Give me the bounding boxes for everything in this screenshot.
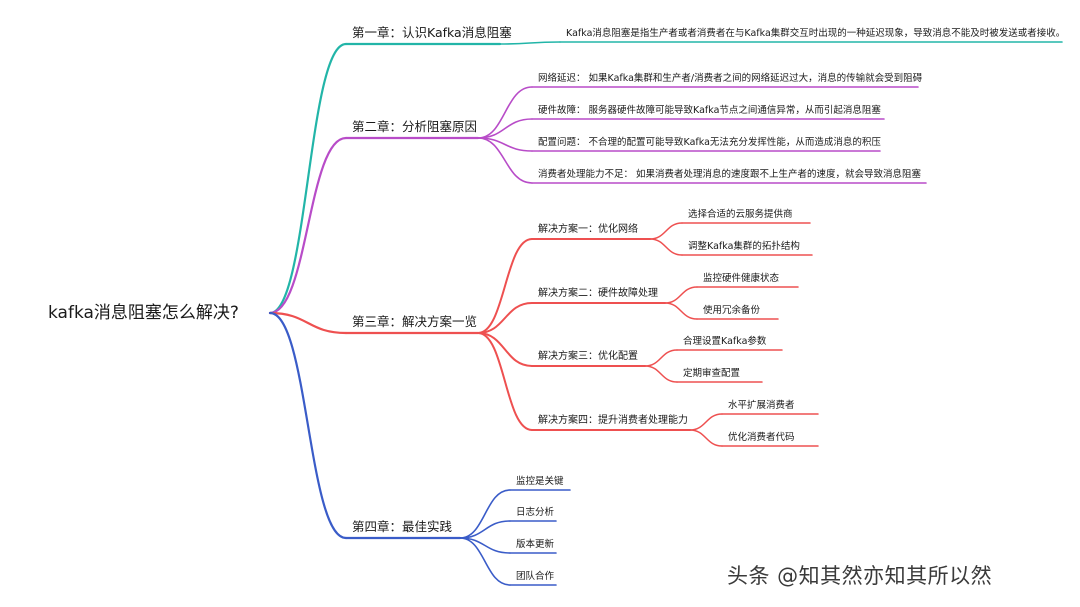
sub-connector [477, 332, 533, 431]
leaf-connector [644, 365, 678, 383]
mind-map-connectors [268, 41, 1063, 586]
solution-detail: 定期审查配置 [683, 367, 740, 379]
leaf-connector [477, 137, 533, 184]
solution-item: 解决方案三：优化配置 [538, 349, 638, 362]
leaf-connector [689, 413, 723, 431]
leaf-connector [689, 429, 723, 447]
solution-detail: 合理设置Kafka参数 [683, 335, 767, 347]
root-topic: kafka消息阻塞怎么解决? [48, 303, 239, 323]
chapter-title: 第一章：认识Kafka消息阻塞 [352, 25, 512, 40]
best-practice-item: 日志分析 [516, 506, 555, 518]
chapter-connector [268, 311, 348, 540]
solution-detail: 优化消费者代码 [728, 431, 795, 443]
solution-detail: 使用冗余备份 [703, 304, 761, 316]
solution-detail: 选择合适的云服务提供商 [688, 208, 793, 220]
chapter-title: 第四章：最佳实践 [352, 519, 453, 534]
leaf-connector [649, 222, 683, 240]
leaf-connector [644, 349, 678, 367]
solution-item: 解决方案二：硬件故障处理 [538, 286, 658, 299]
solution-detail: 水平扩展消费者 [728, 399, 795, 411]
leaf-connector [477, 118, 533, 139]
best-practice-item: 版本更新 [516, 538, 555, 550]
solution-item: 解决方案四：提升消费者处理能力 [538, 413, 688, 426]
sub-connector [477, 332, 533, 367]
sub-connector [477, 302, 533, 334]
chapter-title: 第二章：分析阻塞原因 [352, 119, 477, 134]
best-practice-item: 监控是关键 [516, 475, 564, 487]
chapter-connector [268, 136, 348, 315]
leaf-connector [664, 286, 698, 304]
leaf-connector [459, 537, 511, 586]
mind-map-labels: kafka消息阻塞怎么解决? 第一章：认识Kafka消息阻塞第二章：分析阻塞原因第… [48, 25, 1065, 582]
cause-item: 配置问题： 不合理的配置可能导致Kafka无法充分发挥性能，从而造成消息的积压 [538, 136, 881, 148]
sub-connector [477, 238, 533, 334]
chapter-title: 第三章：解决方案一览 [352, 314, 477, 329]
cause-item: 硬件故障： 服务器硬件故障可能导致Kafka节点之间通信异常，从而引起消息阻塞 [538, 104, 881, 116]
chapter-connector [268, 42, 348, 315]
chapter1-definition: Kafka消息阻塞是指生产者或者消费者在与Kafka集群交互时出现的一种延迟现象… [566, 27, 1065, 39]
leaf-connector [664, 302, 698, 320]
leaf-connector [477, 86, 533, 139]
solution-item: 解决方案一：优化网络 [538, 222, 638, 235]
leaf-connector [459, 520, 511, 539]
watermark: 头条 @知其然亦知其所以然 [727, 564, 993, 588]
cause-item: 消费者处理能力不足： 如果消费者处理消息的速度跟不上生产者的速度，就会导致消息阻… [538, 168, 922, 180]
leaf-connector [499, 41, 561, 45]
leaf-connector [459, 489, 511, 539]
solution-detail: 监控硬件健康状态 [703, 272, 780, 284]
solution-detail: 调整Kafka集群的拓扑结构 [688, 240, 800, 252]
chapter-connector [268, 311, 348, 335]
best-practice-item: 团队合作 [516, 570, 555, 582]
leaf-connector [649, 238, 683, 256]
cause-item: 网络延迟： 如果Kafka集群和生产者/消费者之间的网络延迟过大，消息的传输就会… [538, 72, 923, 84]
